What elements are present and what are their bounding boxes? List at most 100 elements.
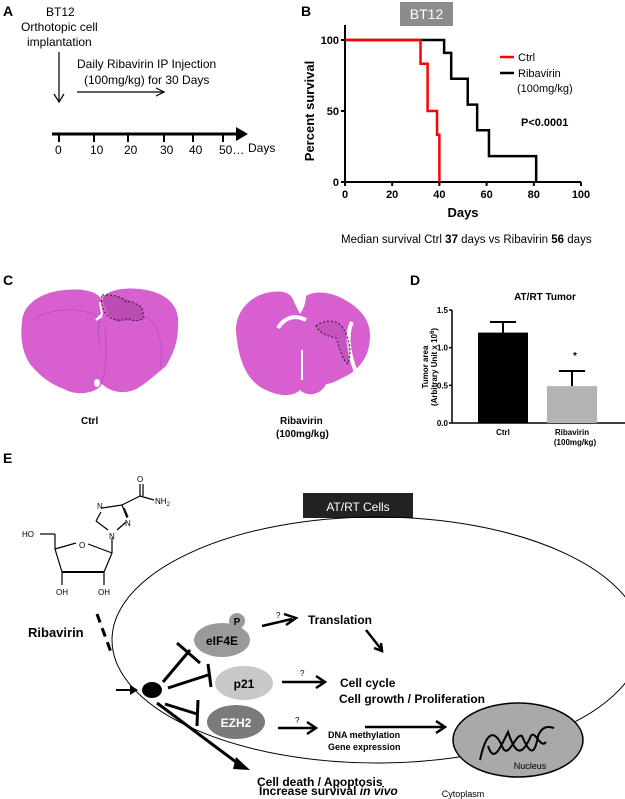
ribavirin-entry-path [95,613,114,656]
x-tick-label: 40 [433,189,445,201]
treatment-label-2: (100mg/kg) for 30 Days [84,73,210,87]
ribavirin-median-value: 56 [551,234,565,246]
cell-line-label: BT12 [46,5,75,19]
y-axis-label-1: Tumor area [421,345,430,389]
timeline-tick-label: 20 [124,143,138,157]
chem-oh1: OH [56,588,68,597]
chem-o: O [137,475,143,484]
y-axis-label-2: (Arbitrary Unit x 106) [430,328,439,406]
unknown-mark-3: ? [295,716,300,725]
y-tick-label: 100 [321,35,339,47]
p21-label: p21 [234,677,255,691]
cytoplasm-label: Cytoplasm [442,789,485,799]
timeline-tick-label: 30 [160,143,174,157]
nucleus-label: Nucleus [514,761,547,771]
ezh2-label: EZH2 [221,716,252,730]
survival-curve-ctrl [345,38,441,182]
x-tick-sublabel: (100mg/kg) [554,438,597,447]
x-tick-label: 0 [342,189,348,201]
activation-edges [261,612,448,736]
implant-label-2: implantation [27,35,92,49]
panel-label-c: C [3,272,14,288]
timeline-tick-label: 0 [55,143,62,157]
y-axis-label: Percent survival [302,61,317,161]
nucleus [452,702,584,778]
chem-n1: N [97,502,103,511]
phospho-label: P [234,617,241,628]
gene-expression-label: Gene expression [328,742,401,752]
chem-n2: N [125,519,131,528]
timeline-tick-label: 10 [90,143,104,157]
survival-prefix: Increase survival [259,784,360,798]
timeline-arrow-head [236,127,248,141]
x-tick-label: 80 [528,189,540,201]
cell-line-badge: BT12 [400,2,453,26]
translation-label: Translation [308,613,372,627]
mechanism-diagram: O NH2 N N N O HO OH OH Ribavirin AT/RT C… [22,475,625,799]
y-tick-label: 0.0 [437,419,449,428]
x-axis-label: Days [447,205,478,220]
caption-suffix: days [564,234,592,246]
p21-node [215,666,273,700]
bar-ctrl [478,332,528,423]
timeline-graphic [52,52,248,142]
ctrl-section-label: Ctrl [81,416,99,427]
x-tick-label: 60 [480,189,492,201]
inhibition-edges [156,641,241,767]
unknown-mark-2: ? [300,669,305,678]
caption-mid: days vs Ribavirin [457,234,552,246]
y-tick-label: 1.0 [437,344,449,353]
treatment-arrow-head [155,87,166,97]
timeline-tick-label: 40 [189,143,203,157]
apoptosis-arrow-head [233,757,250,770]
y-tick-label: 1.5 [437,306,449,315]
implant-arrow-head [53,93,65,104]
ribavirin-label: Ribavirin [28,625,84,640]
x-tick-label: 100 [572,189,590,201]
legend-label-ctrl: Ctrl [518,52,535,64]
phospho-node [229,613,245,629]
survival-italic: in vivo [359,784,398,798]
chem-ho: HO [22,530,34,539]
cell-type-box [303,493,413,518]
panel-label-d: D [410,272,421,288]
treatment-label-1: Daily Ribavirin IP Injection [77,57,217,71]
implant-label-1: Orthotopic cell [21,20,98,34]
entry-arrow-head [130,685,138,695]
dna-helix-icon [479,726,555,761]
significance-marker: * [573,351,577,362]
caption-prefix: Median survival Ctrl [341,234,446,246]
unknown-mark-1: ? [276,611,281,620]
chem-n3: N [109,532,115,541]
legend-label-ribavirin: Ribavirin [518,68,561,80]
p-value-annotation: P<0.0001 [521,117,568,129]
cell-cycle-label: Cell cycle [340,676,396,690]
bar-ribavirin [547,386,597,423]
chem-oh2: OH [98,588,110,597]
survival-line: Increase survival in vivo [259,785,398,798]
bar-chart-title: AT/RT Tumor [514,292,576,303]
median-survival-caption: Median survival Ctrl 37 days vs Ribaviri… [341,234,592,246]
timeline-unit: Days [248,141,276,155]
brain-sections [21,288,370,396]
ribavirin-target-node [142,682,162,698]
timeline-tick-label: 50… [219,143,245,157]
ribavirin-structure [40,484,155,585]
legend-label-ribavirin-dose: (100mg/kg) [517,83,573,95]
ribavirin-brain-section [236,291,370,396]
cell-type-label: AT/RT Cells [326,500,389,514]
x-tick-label: Ribavirin [555,428,589,437]
panel-label-e: E [3,450,13,466]
y-tick-label: 0 [333,177,339,189]
dna-methylation-label: DNA methylation [328,730,400,740]
y-tick-label: 0.5 [437,381,449,390]
chem-nh2: NH2 [155,497,171,508]
ezh2-node [207,705,265,739]
eif4e-node [194,623,250,657]
y-tick-label: 50 [327,106,339,118]
ribavirin-section-label-1: Ribavirin [280,416,323,427]
ctrl-brain-section [21,288,179,394]
cell-death-label: Cell death / Apoptosis [257,775,383,789]
